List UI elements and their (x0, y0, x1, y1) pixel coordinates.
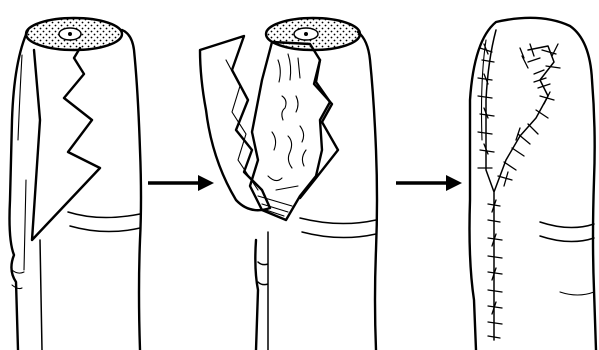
knuckle-crease-right (560, 292, 594, 295)
knuckle-crease (540, 222, 594, 242)
finger-panel-3 (470, 18, 597, 350)
finger-panel-1 (10, 18, 142, 350)
right-arrow-icon (148, 175, 214, 191)
zigzag-flap-right (300, 60, 338, 198)
finger-outline (10, 30, 142, 350)
finger-crease-line (258, 232, 268, 350)
suture-stitches (478, 44, 560, 338)
right-arrow-icon (396, 175, 462, 191)
zigzag-incision (32, 48, 100, 240)
knuckle-crease (68, 212, 140, 232)
finger-panel-2 (200, 18, 377, 350)
finger-crease-line (40, 240, 42, 350)
finger-side-line (18, 55, 26, 270)
knuckle-crease (300, 218, 376, 238)
tissue-texture (258, 54, 306, 216)
sutured-incision (486, 30, 554, 340)
